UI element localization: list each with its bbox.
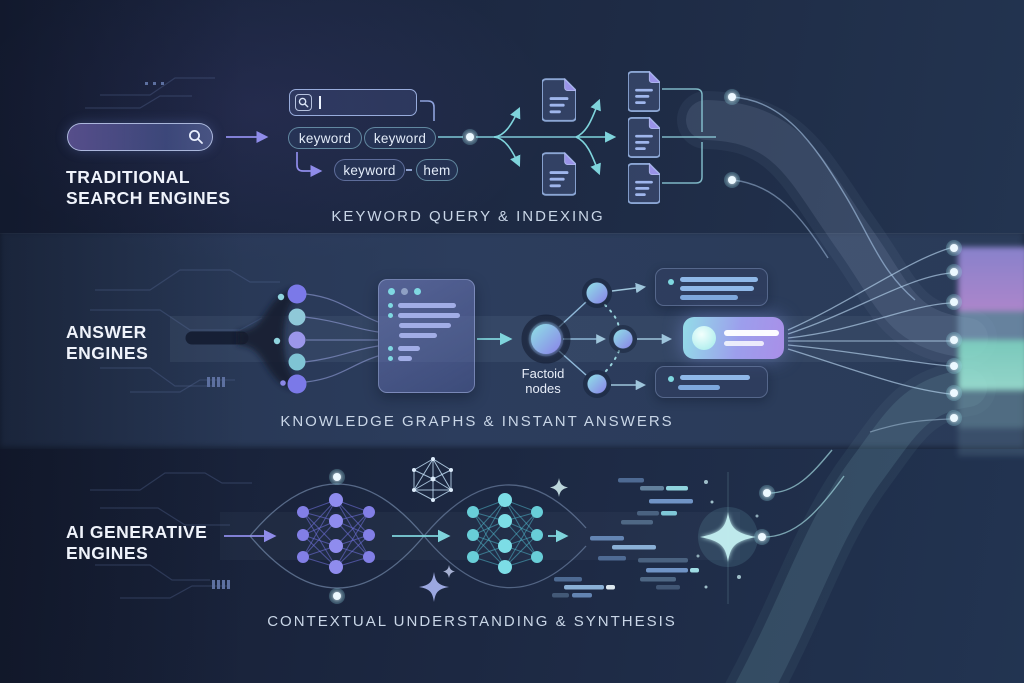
document-icon bbox=[628, 117, 660, 158]
keyword-pill: keyword bbox=[364, 127, 436, 149]
list-item bbox=[388, 356, 465, 361]
search-bar[interactable] bbox=[67, 123, 213, 151]
keyword-pill: keyword bbox=[334, 159, 405, 181]
keyword-pill: hem bbox=[416, 159, 458, 181]
document-icon bbox=[628, 163, 660, 204]
list-item bbox=[388, 346, 465, 351]
window-dot bbox=[414, 288, 421, 295]
text-line-bar bbox=[680, 375, 750, 380]
entity-dots-column bbox=[273, 284, 307, 394]
text-line-bar bbox=[724, 341, 764, 346]
output-gradient-bands bbox=[958, 247, 1024, 456]
document-icon bbox=[542, 78, 576, 122]
polyhedron-icon bbox=[412, 457, 453, 502]
neural-network-icon bbox=[467, 493, 543, 574]
knowledge-panel-card bbox=[378, 279, 475, 393]
sparkle-icon bbox=[550, 478, 568, 497]
keyword-pill: keyword bbox=[288, 127, 362, 149]
bullet-dot bbox=[668, 376, 674, 382]
sparkle-icon bbox=[700, 512, 756, 562]
keyword-flow-connectors bbox=[226, 88, 916, 301]
answer-funnel bbox=[185, 289, 297, 389]
list-item bbox=[388, 333, 465, 338]
answer-result-card bbox=[655, 268, 768, 306]
list-item bbox=[388, 303, 465, 308]
generated-text-lines bbox=[552, 478, 699, 598]
section-caption-answer: KNOWLEDGE GRAPHS & INSTANT ANSWERS bbox=[280, 413, 674, 430]
section-title-traditional: TRADITIONAL SEARCH ENGINES bbox=[66, 167, 231, 209]
fan-out-curves bbox=[787, 247, 951, 433]
text-cursor bbox=[319, 96, 321, 109]
document-icon bbox=[542, 152, 576, 196]
knowledge-graph bbox=[477, 278, 673, 398]
list-item bbox=[388, 323, 465, 328]
text-line-bar bbox=[680, 295, 738, 300]
flow-ribbons bbox=[170, 91, 997, 683]
search-icon bbox=[189, 130, 203, 144]
generative-flow bbox=[224, 449, 845, 604]
text-line-bar bbox=[678, 385, 720, 390]
bullet-dot bbox=[668, 279, 674, 285]
search-icon bbox=[295, 94, 312, 111]
text-line-bar bbox=[724, 330, 779, 336]
text-line-bar bbox=[680, 286, 754, 291]
glow-connector-dots bbox=[329, 89, 962, 604]
query-input[interactable] bbox=[289, 89, 417, 116]
answer-result-card bbox=[655, 366, 768, 398]
section-caption-traditional: KEYWORD QUERY & INDEXING bbox=[331, 208, 605, 225]
neural-network-icon bbox=[297, 493, 375, 574]
section-band-generative bbox=[0, 449, 1024, 683]
document-icon bbox=[628, 71, 660, 112]
list-item bbox=[388, 313, 465, 318]
factoid-nodes-label: Factoid nodes bbox=[521, 366, 565, 397]
window-dot bbox=[401, 288, 408, 295]
text-line-bar bbox=[680, 277, 758, 282]
dots-to-card-curves bbox=[304, 293, 379, 383]
window-dot bbox=[388, 288, 395, 295]
circuit-traces bbox=[85, 77, 280, 599]
section-caption-generative: CONTEXTUAL UNDERSTANDING & SYNTHESIS bbox=[267, 613, 677, 630]
sparkle-icon bbox=[419, 572, 449, 602]
window-dots bbox=[388, 288, 465, 295]
answer-avatar-circle bbox=[692, 326, 716, 350]
section-title-generative: AI GENERATIVE ENGINES bbox=[66, 522, 208, 564]
sparkle-icons bbox=[419, 478, 759, 602]
highlighted-answer-card bbox=[683, 317, 784, 359]
section-title-answer: ANSWER ENGINES bbox=[66, 322, 149, 364]
